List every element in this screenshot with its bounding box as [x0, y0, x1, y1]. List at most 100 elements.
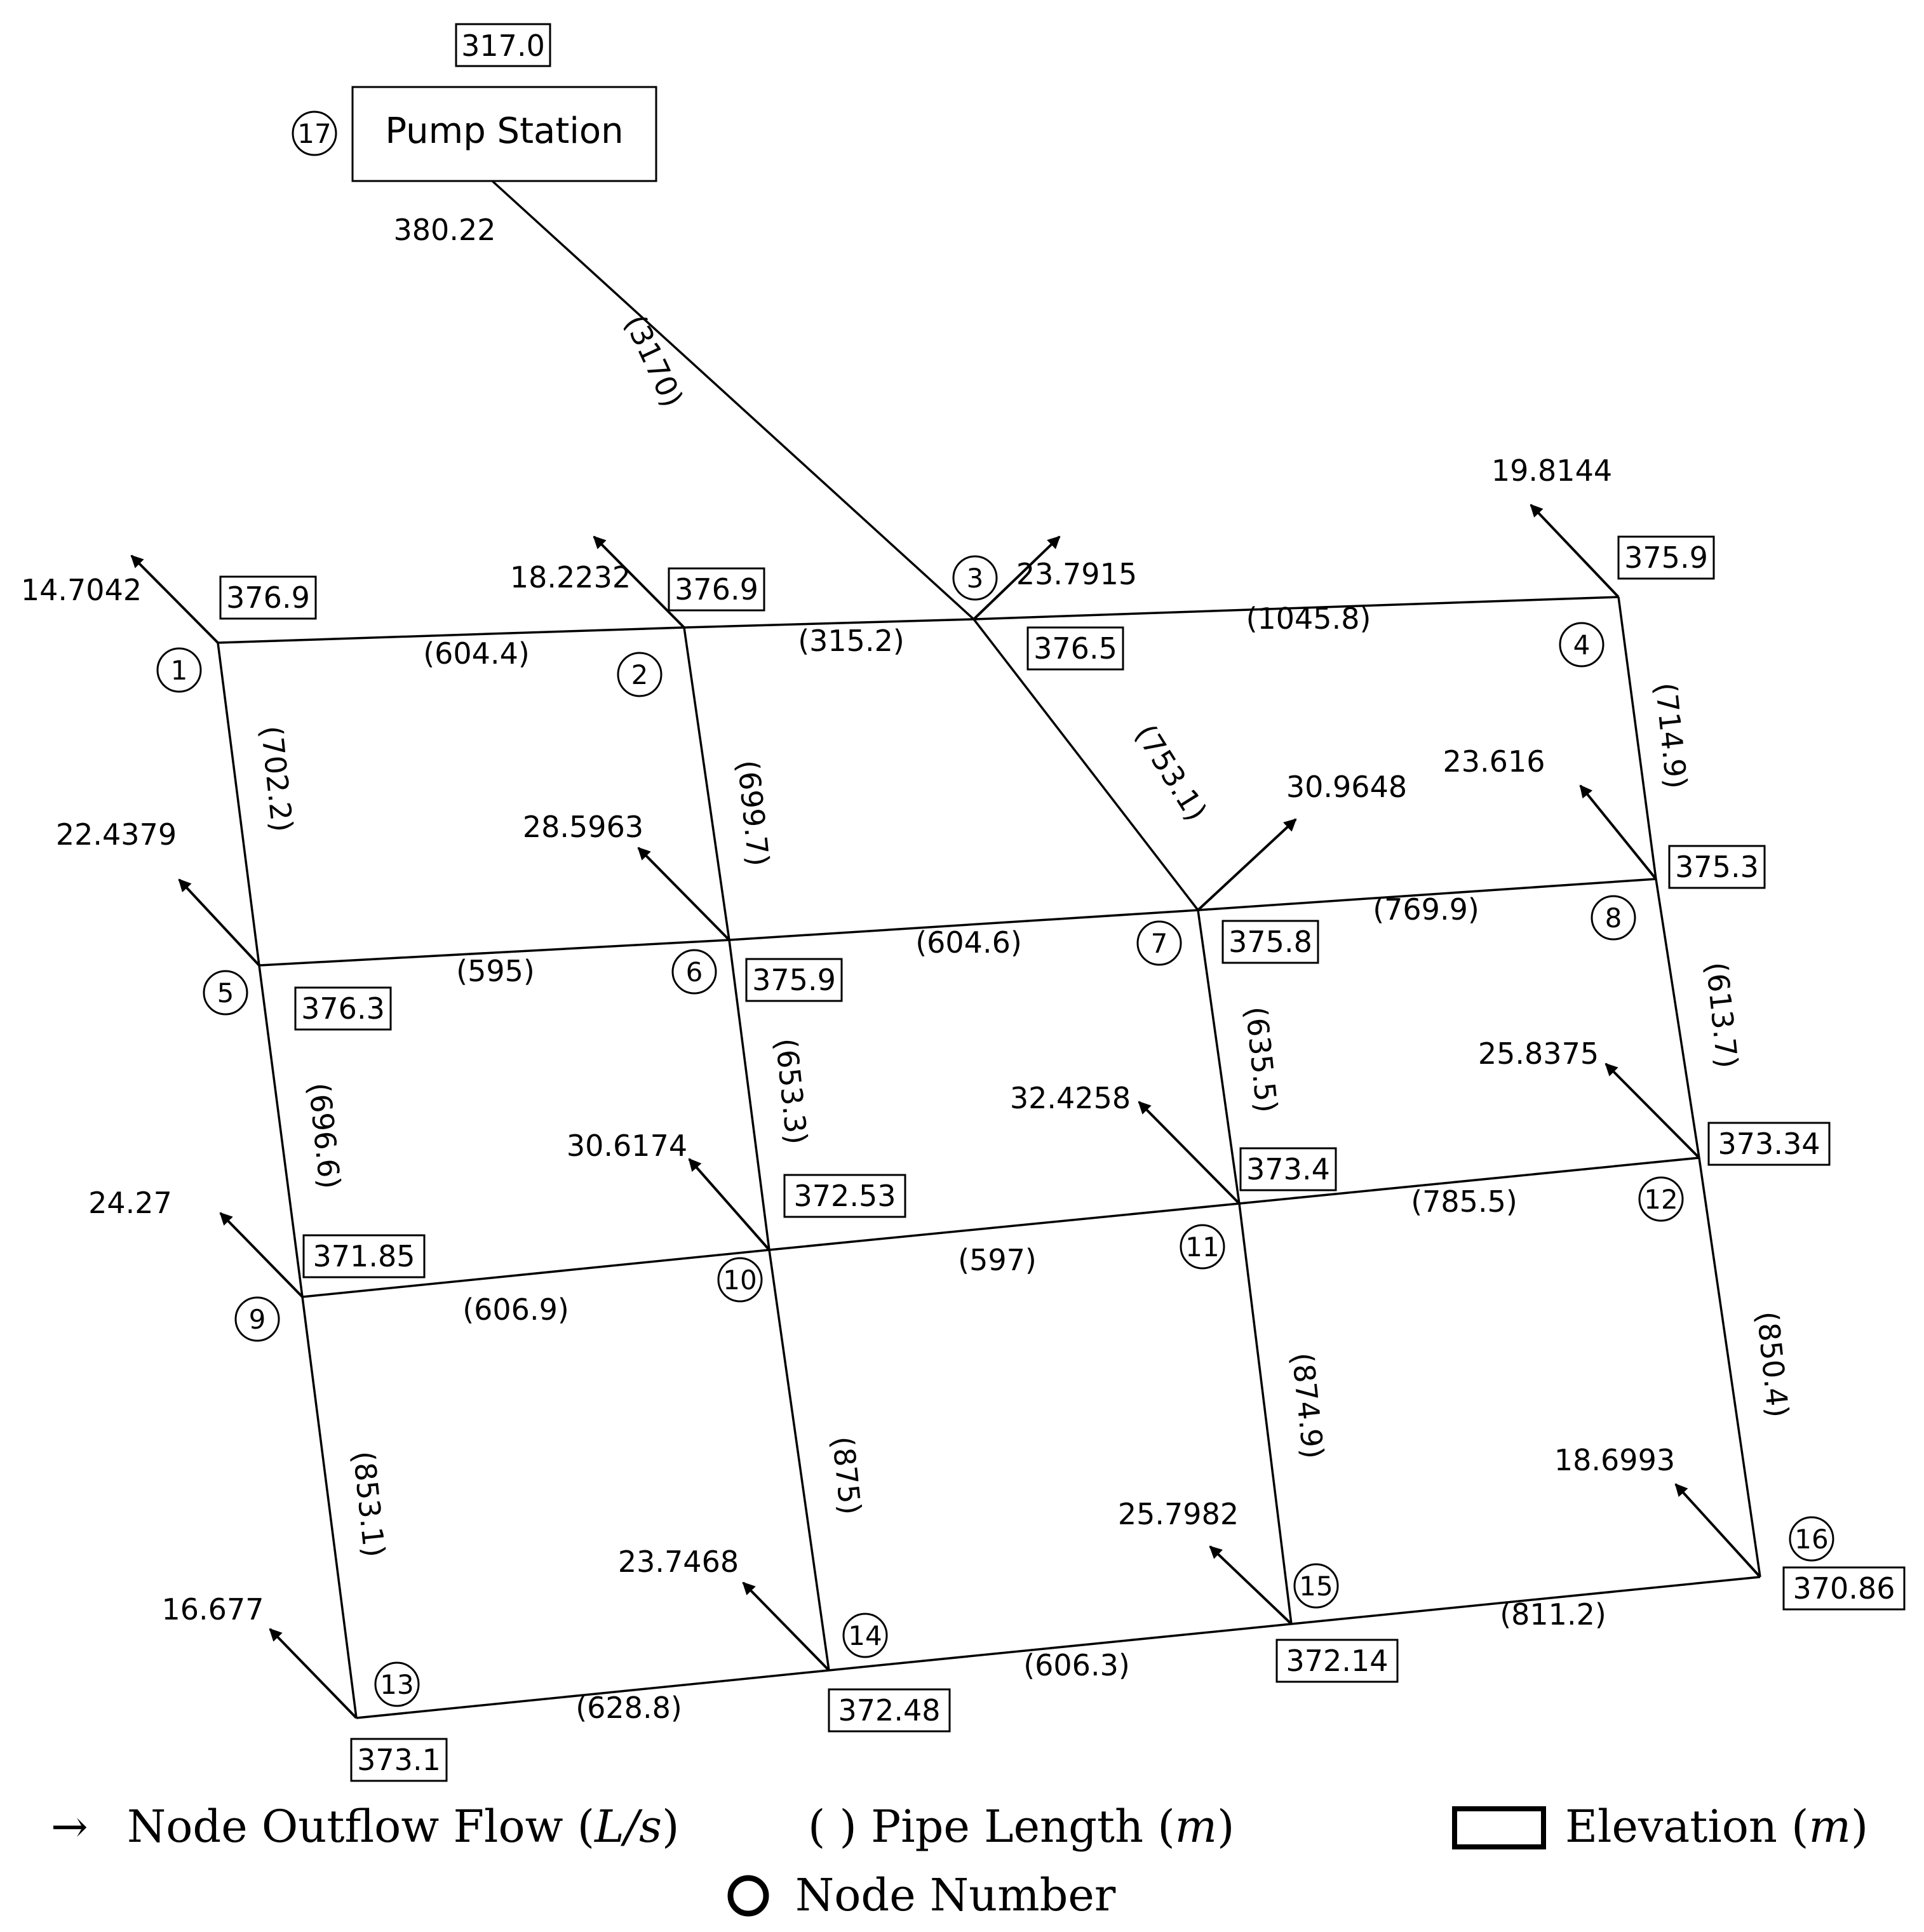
elevation-value-9: 371.85: [313, 1239, 415, 1273]
pipe-length-12-16: (850.4): [1750, 1310, 1795, 1419]
elevation-value-5: 376.3: [301, 991, 385, 1026]
outflow-value-4: 19.8144: [1491, 453, 1612, 488]
pipe-9-13: [301, 1296, 358, 1719]
outflow-arrow-2: [593, 535, 685, 629]
elevation-value-12: 373.34: [1718, 1127, 1820, 1161]
pipe-5-9: [258, 965, 304, 1298]
outflow-value-12: 25.8375: [1478, 1036, 1599, 1071]
pipe-length-6-7: (604.6): [915, 925, 1022, 960]
elevation-box-6: [745, 958, 843, 1002]
node-number-7: 7: [1151, 928, 1168, 959]
node-circle-12: [1638, 1176, 1684, 1222]
outflow-arrow-3: [972, 535, 1061, 621]
pipe-length-9-10: (606.9): [462, 1292, 569, 1327]
elevation-value-13: 373.1: [357, 1743, 441, 1777]
node-number-13: 13: [380, 1669, 414, 1700]
node-circle-8: [1591, 895, 1636, 941]
pipe-length-7-11: (635.5): [1239, 1005, 1284, 1114]
pipe-6-10: [728, 939, 770, 1251]
elevation-box-16: [1782, 1566, 1906, 1611]
node-circle-2: [617, 652, 663, 697]
node-circle-6: [671, 949, 717, 995]
pipe-14-15: [828, 1623, 1292, 1672]
outflow-value-13: 16.677: [162, 1592, 264, 1627]
outflow-value-6: 28.5963: [523, 810, 643, 844]
pipe-2-6: [683, 627, 730, 941]
legend-pipe-length: ( ) Pipe Length (m): [808, 1801, 1234, 1853]
elevation-box-10: [783, 1174, 906, 1218]
pipe-15-16: [1291, 1576, 1761, 1625]
legend-arrow-symbol: →: [51, 1801, 88, 1853]
outflow-arrow-5: [178, 878, 260, 967]
outflow-value-16: 18.6993: [1554, 1443, 1675, 1477]
elevation-box-15: [1275, 1639, 1399, 1683]
node-number-2: 2: [631, 659, 649, 690]
pipe-length-2-6: (699.7): [730, 758, 776, 868]
outflow-value-15: 25.7982: [1118, 1497, 1239, 1531]
node-circle-11: [1180, 1224, 1225, 1270]
outflow-arrow-15: [1209, 1545, 1293, 1625]
elevation-box-14: [828, 1688, 951, 1733]
pipe-13-14: [356, 1669, 830, 1719]
node-number-11: 11: [1185, 1231, 1219, 1263]
pump-station: Pump Station 317.0 17 380.22: [292, 23, 657, 247]
pipe-length-7-8: (769.9): [1373, 892, 1479, 927]
elevation-box-5: [294, 986, 392, 1031]
elevation-value-8: 375.3: [1675, 850, 1759, 884]
pipe-3-7: [972, 618, 1199, 911]
pipe-9-10: [302, 1249, 770, 1298]
pipe-length-1-2: (604.4): [423, 636, 530, 671]
outflow-value-1: 14.7042: [21, 573, 142, 607]
legend-outflow: Node Outflow Flow (L/s): [127, 1801, 679, 1853]
outflow-arrow-1: [130, 554, 219, 644]
pump-station-elevation-box: [455, 23, 551, 67]
pipe-length-3-4: (1045.8): [1246, 601, 1371, 636]
pipe-3-4: [973, 596, 1619, 621]
outflow-value-8: 23.616: [1443, 744, 1545, 779]
elevation-box-13: [350, 1738, 448, 1782]
node-number-5: 5: [217, 977, 234, 1009]
elevation-box-7: [1221, 920, 1319, 964]
outflow-arrow-8: [1579, 784, 1657, 880]
pipe-8-12: [1655, 878, 1700, 1158]
outflow-arrow-16: [1674, 1483, 1761, 1578]
pipe-length-1-5: (702.2): [254, 724, 299, 833]
elevation-box-1: [219, 575, 317, 620]
legend: → Node Outflow Flow (L/s) ( ) Pipe Lengt…: [51, 1801, 1868, 1921]
outflow-arrow-10: [688, 1158, 770, 1251]
pipe-length-13-14: (628.8): [575, 1691, 682, 1725]
elevation-box-3: [1026, 626, 1124, 671]
elevation-box-2: [668, 567, 765, 612]
pipe-length-14-15: (606.3): [1023, 1648, 1130, 1682]
node-number-1: 1: [171, 655, 188, 686]
node-number-8: 8: [1605, 902, 1622, 934]
outflow-value-2: 18.2232: [510, 560, 631, 594]
node-circle-5: [203, 970, 248, 1016]
elevation-value-1: 376.9: [226, 580, 310, 615]
pipe-length-10-11: (597): [958, 1243, 1037, 1277]
node-number-16: 16: [1794, 1524, 1828, 1555]
node-number-6: 6: [686, 956, 703, 988]
elevation-value-7: 375.8: [1228, 925, 1312, 959]
outflow-value-3: 23.7915: [1016, 557, 1137, 591]
legend-elevation-box-icon: [1452, 1806, 1546, 1849]
pipe-11-15: [1238, 1203, 1293, 1625]
node-circle-3: [952, 555, 998, 601]
elevation-value-4: 375.9: [1624, 540, 1708, 575]
outflow-arrow-12: [1604, 1063, 1700, 1159]
pipe-11-12: [1239, 1157, 1700, 1205]
elevation-value-11: 373.4: [1246, 1152, 1330, 1186]
outflow-arrow-14: [742, 1581, 830, 1672]
node-circle-4: [1559, 622, 1604, 667]
legend-node-number: Node Number: [795, 1869, 1116, 1921]
pipe-1-2: [217, 626, 685, 644]
pipe-length-5-6: (595): [456, 954, 535, 988]
pipe-length-5-9: (696.6): [302, 1081, 347, 1190]
legend-node-circle-icon: [727, 1875, 769, 1917]
pipe-10-11: [769, 1202, 1240, 1251]
elevation-value-16: 370.86: [1793, 1571, 1895, 1606]
elevation-box-11: [1239, 1147, 1337, 1191]
